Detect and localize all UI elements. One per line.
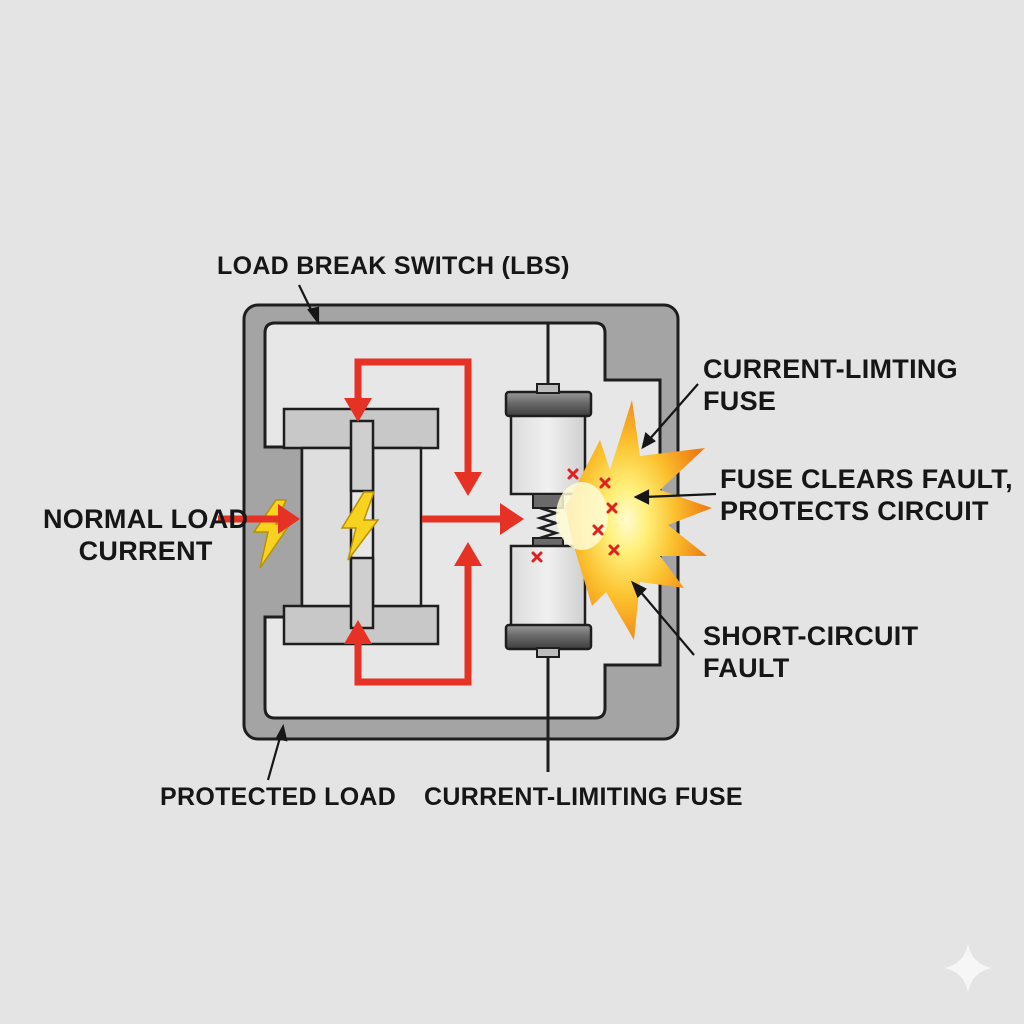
label-short-circuit-fault: SHORT-CIRCUIT FAULT (703, 621, 918, 685)
fuse-upper-cap-pin (536, 383, 560, 394)
label-load-break-switch-text: LOAD BREAK SWITCH (LBS) (217, 252, 570, 280)
pointer-clf-top (647, 383, 699, 442)
label-protected-load-text: PROTECTED LOAD (160, 783, 397, 811)
switch-top-contact (349, 419, 375, 493)
lightning-bolt-icon (252, 499, 292, 569)
current-upper-loop-arrow (354, 358, 472, 478)
pointer-short-circuit-head (630, 580, 647, 598)
current-lower-loop-arrow (354, 560, 472, 686)
pointer-short-circuit (638, 589, 695, 656)
arrowhead (454, 472, 482, 496)
arrowhead (278, 504, 300, 534)
fuse-element-spring (535, 506, 561, 540)
burst-glow-core (556, 482, 608, 550)
fuse-lower-cap-pin (536, 647, 560, 658)
arrowhead (344, 398, 372, 422)
arrowhead (344, 620, 372, 644)
x-mark-icon (567, 468, 579, 480)
label-clf-top-line2: FUSE (703, 385, 777, 416)
sparkle-icon (944, 944, 992, 992)
switch-right-post (371, 446, 423, 608)
fuse-lower-body (509, 544, 587, 630)
pointer-protected-load-head (275, 723, 288, 742)
pointer-protected-load (266, 733, 283, 781)
label-pointers (266, 284, 717, 781)
fuse-upper-cap (504, 390, 593, 418)
pointer-lbs-head (307, 306, 320, 326)
label-current-limiting-fuse-top: CURRENT-LIMTING FUSE (703, 354, 958, 418)
label-normal-load-current: NORMAL LOAD CURRENT (43, 504, 248, 568)
arrowhead (454, 542, 482, 566)
x-mark-icon (608, 544, 620, 556)
fuse-lower-cap (504, 623, 593, 651)
lightning-bolt-icon (340, 491, 380, 561)
pointer-clears-fault (643, 492, 717, 499)
arrowhead (500, 503, 524, 535)
current-flow-arrows (218, 358, 502, 686)
x-mark-icon (599, 477, 611, 489)
pointer-clears-fault-head (633, 489, 650, 505)
label-normal-load-line2: CURRENT (78, 535, 213, 566)
label-current-limiting-fuse-bottom: CURRENT-LIMITING FUSE (424, 783, 743, 813)
explosion-burst-icon (565, 400, 712, 640)
label-normal-load-line1: NORMAL LOAD (43, 504, 249, 534)
label-short-line1: SHORT-CIRCUIT (703, 621, 919, 651)
x-mark-icon (531, 551, 543, 563)
switch-bottom-contact (349, 556, 375, 630)
label-protected-load: PROTECTED LOAD (160, 783, 396, 813)
label-short-line2: FAULT (703, 652, 790, 683)
label-clf-top-line1: CURRENT-LIMTING (703, 354, 958, 384)
label-clears-line1: FUSE CLEARS FAULT, (720, 464, 1013, 494)
label-load-break-switch: LOAD BREAK SWITCH (LBS) (217, 252, 570, 282)
x-mark-icon (592, 524, 604, 536)
label-fuse-clears-fault: FUSE CLEARS FAULT, PROTECTS CIRCUIT (720, 464, 1013, 528)
label-clears-line2: PROTECTS CIRCUIT (720, 495, 989, 526)
current-arrowheads (278, 398, 524, 644)
fuse-upper-body (509, 410, 587, 496)
fault-marks (531, 468, 620, 563)
pointer-clf-top-head (641, 431, 656, 450)
label-clf-bottom-text: CURRENT-LIMITING FUSE (424, 783, 743, 811)
x-mark-icon (606, 502, 618, 514)
